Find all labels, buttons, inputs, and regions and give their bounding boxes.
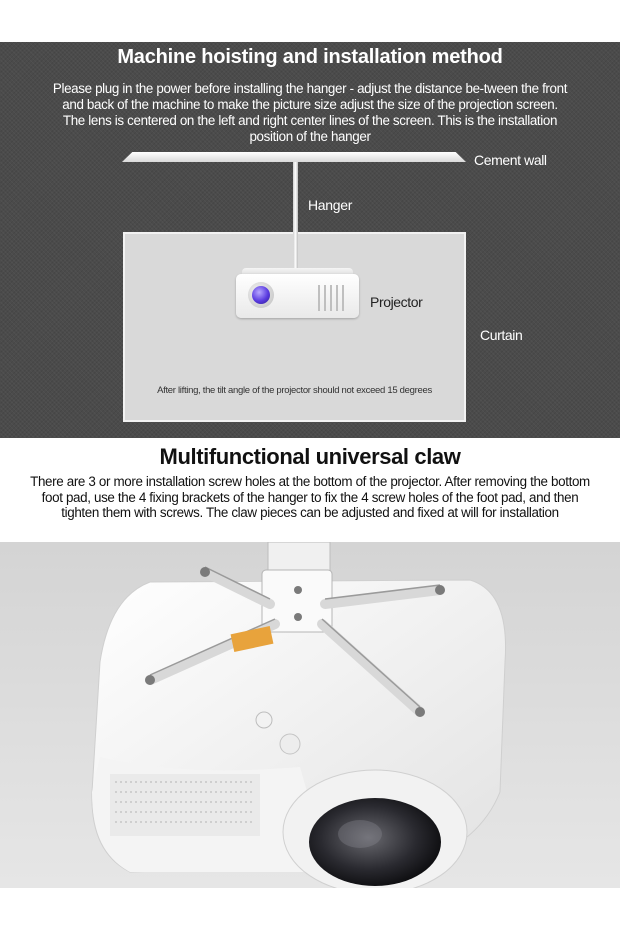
mount-pole — [267, 542, 331, 573]
front-vent-grille — [110, 774, 260, 836]
hanger-label: Hanger — [308, 197, 353, 213]
projector-lens-icon — [309, 798, 441, 886]
hanger-rod — [293, 162, 298, 272]
vent-holes — [115, 781, 255, 823]
lens-icon — [252, 286, 270, 304]
claw-title: Multifunctional universal claw — [159, 444, 461, 469]
vent-slot — [330, 285, 332, 311]
claw-description: There are 3 or more installation screw h… — [30, 474, 590, 521]
top-margin — [0, 0, 620, 42]
hoisting-description: Please plug in the power before installi… — [52, 81, 568, 144]
screw-heads — [145, 567, 445, 717]
warning-sticker — [230, 626, 274, 652]
sensor-window — [279, 733, 301, 755]
vent-slot — [336, 285, 338, 311]
tilt-note: After lifting, the tilt angle of the pro… — [157, 385, 432, 396]
lens-reflection — [338, 820, 382, 848]
foot-pad-hole — [255, 711, 273, 729]
claw-arm-outlines — [149, 566, 441, 708]
hoisting-title: Machine hoisting and installation method — [117, 46, 503, 68]
curtain-label: Curtain — [480, 327, 523, 343]
vent-slot — [324, 285, 326, 311]
projector-with-claw-photo — [0, 542, 620, 888]
hoisting-diagram-section: Machine hoisting and installation method… — [0, 42, 620, 438]
cement-wall-plate — [122, 152, 466, 162]
cement-wall-label: Cement wall — [474, 152, 547, 168]
projector-label: Projector — [370, 294, 423, 310]
vent-slot — [318, 285, 320, 311]
vent-slot — [342, 285, 344, 311]
projector-top — [242, 268, 353, 276]
